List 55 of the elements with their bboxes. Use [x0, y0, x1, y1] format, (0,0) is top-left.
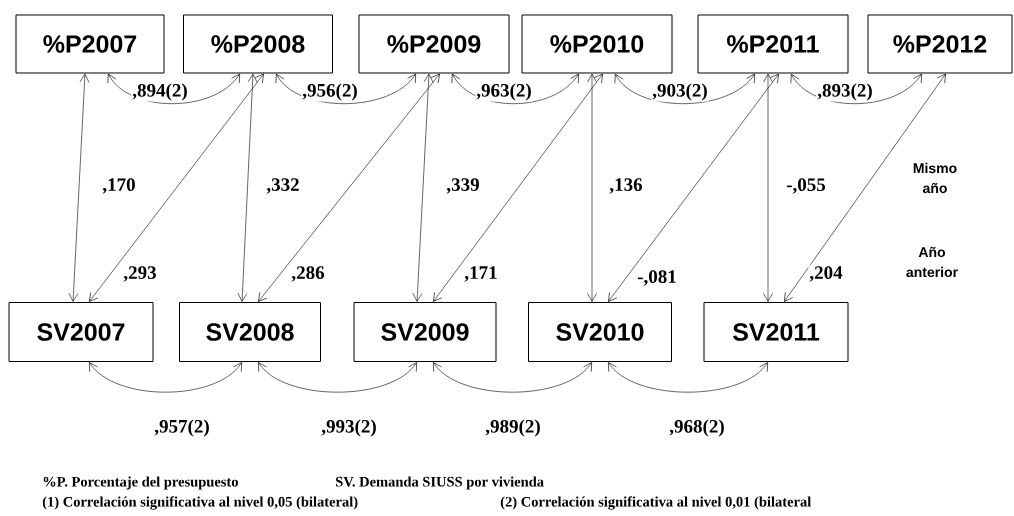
footnote-text: (2) Correlación significativa al nivel 0,01 (bilateral — [500, 496, 811, 510]
variable-box: %P2012 — [867, 14, 1013, 74]
edge-label: ,170 — [101, 177, 137, 195]
variable-box: SV2008 — [179, 302, 321, 362]
variable-box: SV2009 — [353, 302, 497, 362]
arrow — [763, 73, 773, 302]
variable-box: %P2010 — [521, 14, 673, 74]
edge-label: ,963(2) — [475, 82, 533, 102]
arrow — [275, 73, 416, 104]
edge-label: ,339 — [445, 177, 481, 195]
edge-label: ,893(2) — [816, 82, 874, 102]
edge-label: ,989(2) — [484, 418, 542, 438]
edge-label: ,136 — [608, 177, 644, 195]
arrow — [68, 73, 90, 302]
edge-label: ,903(2) — [651, 82, 709, 102]
arrow — [412, 73, 434, 302]
edge-label: ,894(2) — [131, 82, 189, 102]
arrow — [451, 73, 579, 104]
variable-box: SV2011 — [703, 302, 849, 362]
arrow — [258, 73, 440, 302]
edge-label: ,171 — [463, 265, 499, 283]
edge-label: ,293 — [122, 265, 158, 283]
edge-label: -,081 — [636, 269, 678, 287]
edge-label: ,286 — [290, 265, 326, 283]
arrow — [433, 73, 603, 302]
arrow — [790, 73, 922, 104]
variable-box: %P2008 — [183, 14, 333, 74]
arrow — [258, 362, 417, 393]
variable-box: SV2007 — [8, 302, 154, 362]
arrow — [237, 73, 258, 302]
arrow — [89, 362, 242, 393]
arrow — [608, 362, 768, 393]
edge-label: ,957(2) — [153, 418, 211, 438]
footnote-text: (1) Correlación significativa al nivel 0,05 (bilateral) — [42, 496, 358, 510]
variable-box: %P2007 — [15, 14, 165, 74]
arrow — [89, 73, 264, 302]
edge-label: ,993(2) — [320, 418, 378, 438]
arrow — [614, 73, 755, 104]
note-text: Mismo año — [913, 162, 957, 194]
footnote-text: SV. Demanda SIUSS por vivienda — [336, 476, 544, 490]
edge-label: ,332 — [265, 177, 301, 195]
footnote-text: %P. Porcentaje del presupuesto — [43, 476, 238, 490]
edge-label: ,204 — [808, 265, 844, 283]
arrow — [784, 73, 946, 302]
arrow — [608, 73, 779, 302]
edge-label: ,956(2) — [301, 82, 359, 102]
arrow — [587, 73, 597, 302]
edge-label: -,055 — [785, 177, 827, 195]
arrow — [433, 362, 592, 393]
variable-box: SV2010 — [528, 302, 672, 362]
variable-box: %P2011 — [697, 14, 849, 74]
arrow — [107, 73, 240, 104]
variable-box: %P2009 — [358, 14, 510, 74]
note-text: Año anterior — [906, 246, 958, 278]
edge-label: ,968(2) — [668, 418, 726, 438]
